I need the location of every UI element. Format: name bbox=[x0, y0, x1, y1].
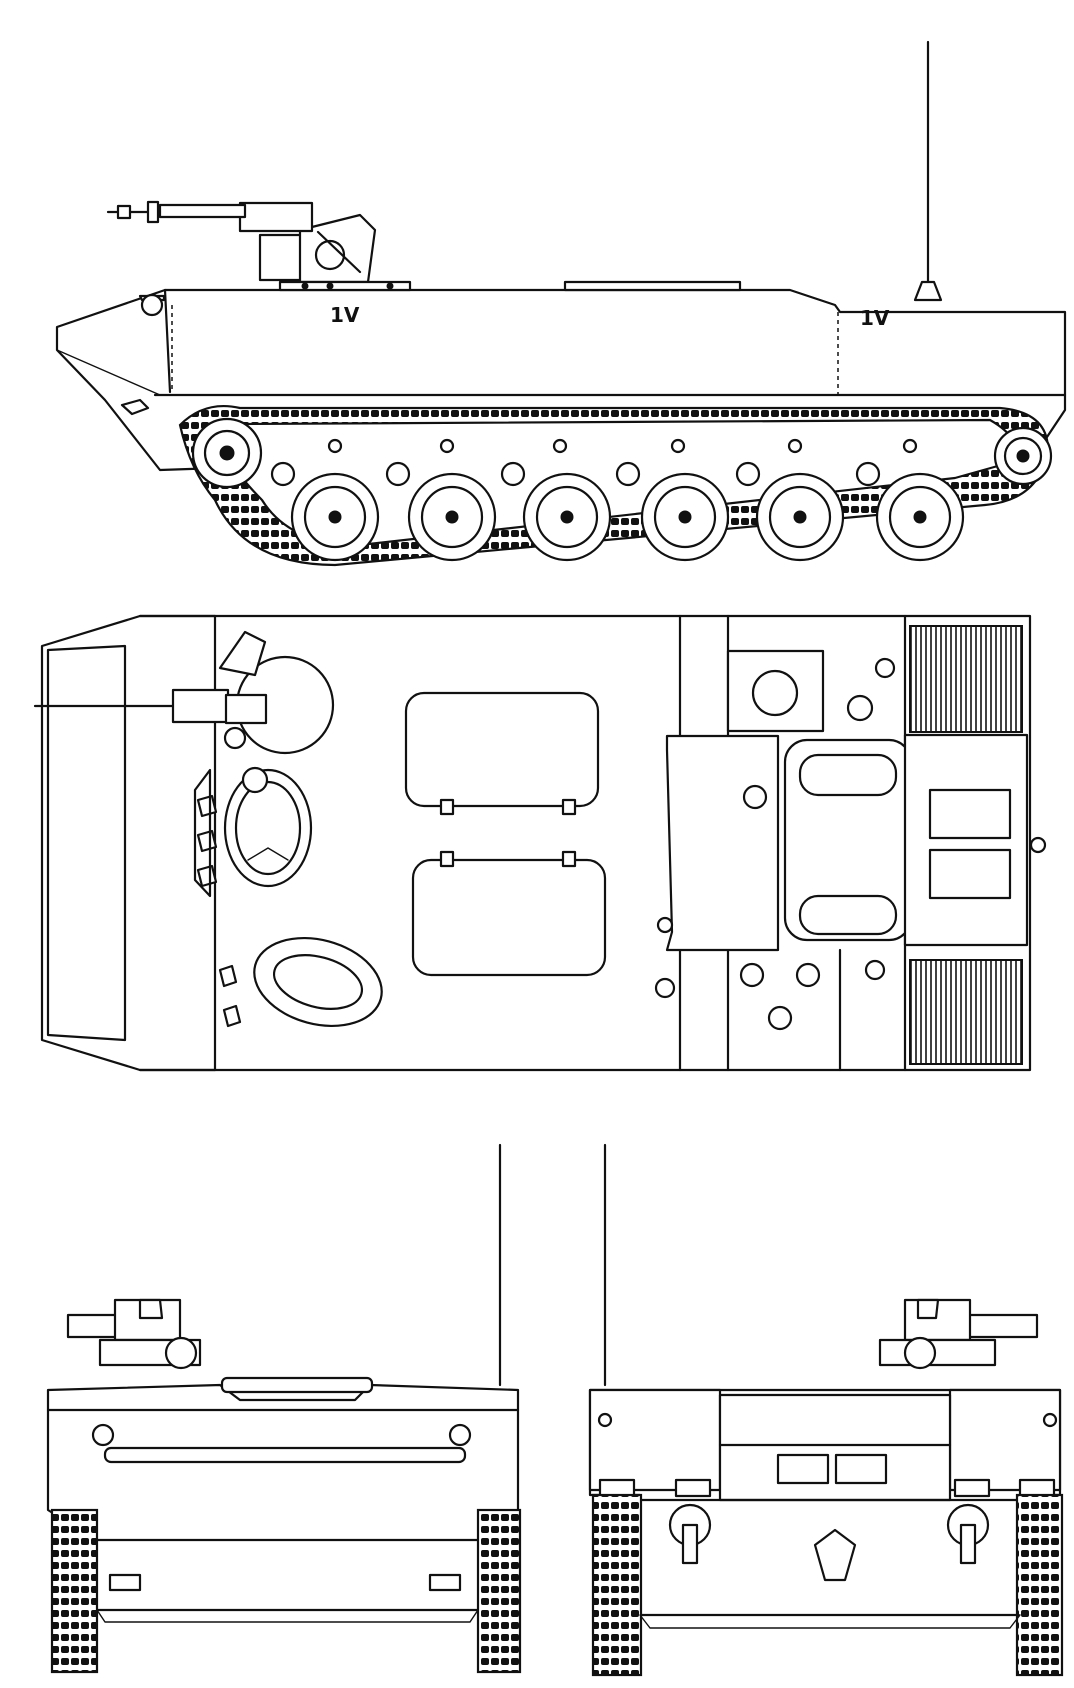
rear-tow-hooks bbox=[668, 1503, 990, 1582]
top-gunner-hatch bbox=[253, 936, 383, 1028]
side-return-rollers bbox=[270, 461, 881, 487]
rear-vent bbox=[776, 1453, 830, 1485]
top-weapon-station bbox=[33, 630, 335, 755]
rear-left-track bbox=[591, 1493, 643, 1677]
troop-hatch bbox=[404, 691, 600, 808]
side-idler bbox=[993, 426, 1053, 486]
engine-vent bbox=[928, 788, 1012, 840]
top-troop-hatches bbox=[404, 691, 607, 977]
side-sprocket bbox=[191, 417, 263, 489]
top-view bbox=[33, 614, 1047, 1072]
road-wheel bbox=[407, 472, 497, 562]
top-rear-hatch bbox=[654, 733, 1047, 999]
side-hull-marking-rear: 1V bbox=[860, 306, 890, 330]
engine-grille bbox=[909, 959, 1023, 1065]
troop-hatch bbox=[411, 858, 607, 977]
front-weapon-station bbox=[66, 1298, 202, 1370]
rear-vent bbox=[834, 1453, 888, 1485]
rear-weapon-station bbox=[878, 1298, 1039, 1370]
road-wheel bbox=[290, 472, 380, 562]
road-wheel bbox=[640, 472, 730, 562]
road-wheel bbox=[875, 472, 965, 562]
front-right-track bbox=[476, 1508, 522, 1674]
front-left-track bbox=[50, 1508, 99, 1674]
engine-vent bbox=[928, 848, 1012, 900]
side-view: 1V 1V bbox=[55, 40, 1067, 567]
side-hull-marking-front: 1V bbox=[330, 303, 360, 327]
rear-view bbox=[588, 1143, 1064, 1677]
top-driver-hatch bbox=[223, 766, 313, 888]
road-wheel bbox=[522, 472, 612, 562]
road-wheel bbox=[755, 472, 845, 562]
side-road-wheels bbox=[290, 472, 965, 562]
engine-grille bbox=[909, 625, 1023, 733]
top-engine-grilles bbox=[909, 625, 1023, 1065]
rear-right-track bbox=[1015, 1493, 1064, 1677]
front-view bbox=[46, 1143, 522, 1674]
side-weapon-station bbox=[106, 200, 412, 292]
